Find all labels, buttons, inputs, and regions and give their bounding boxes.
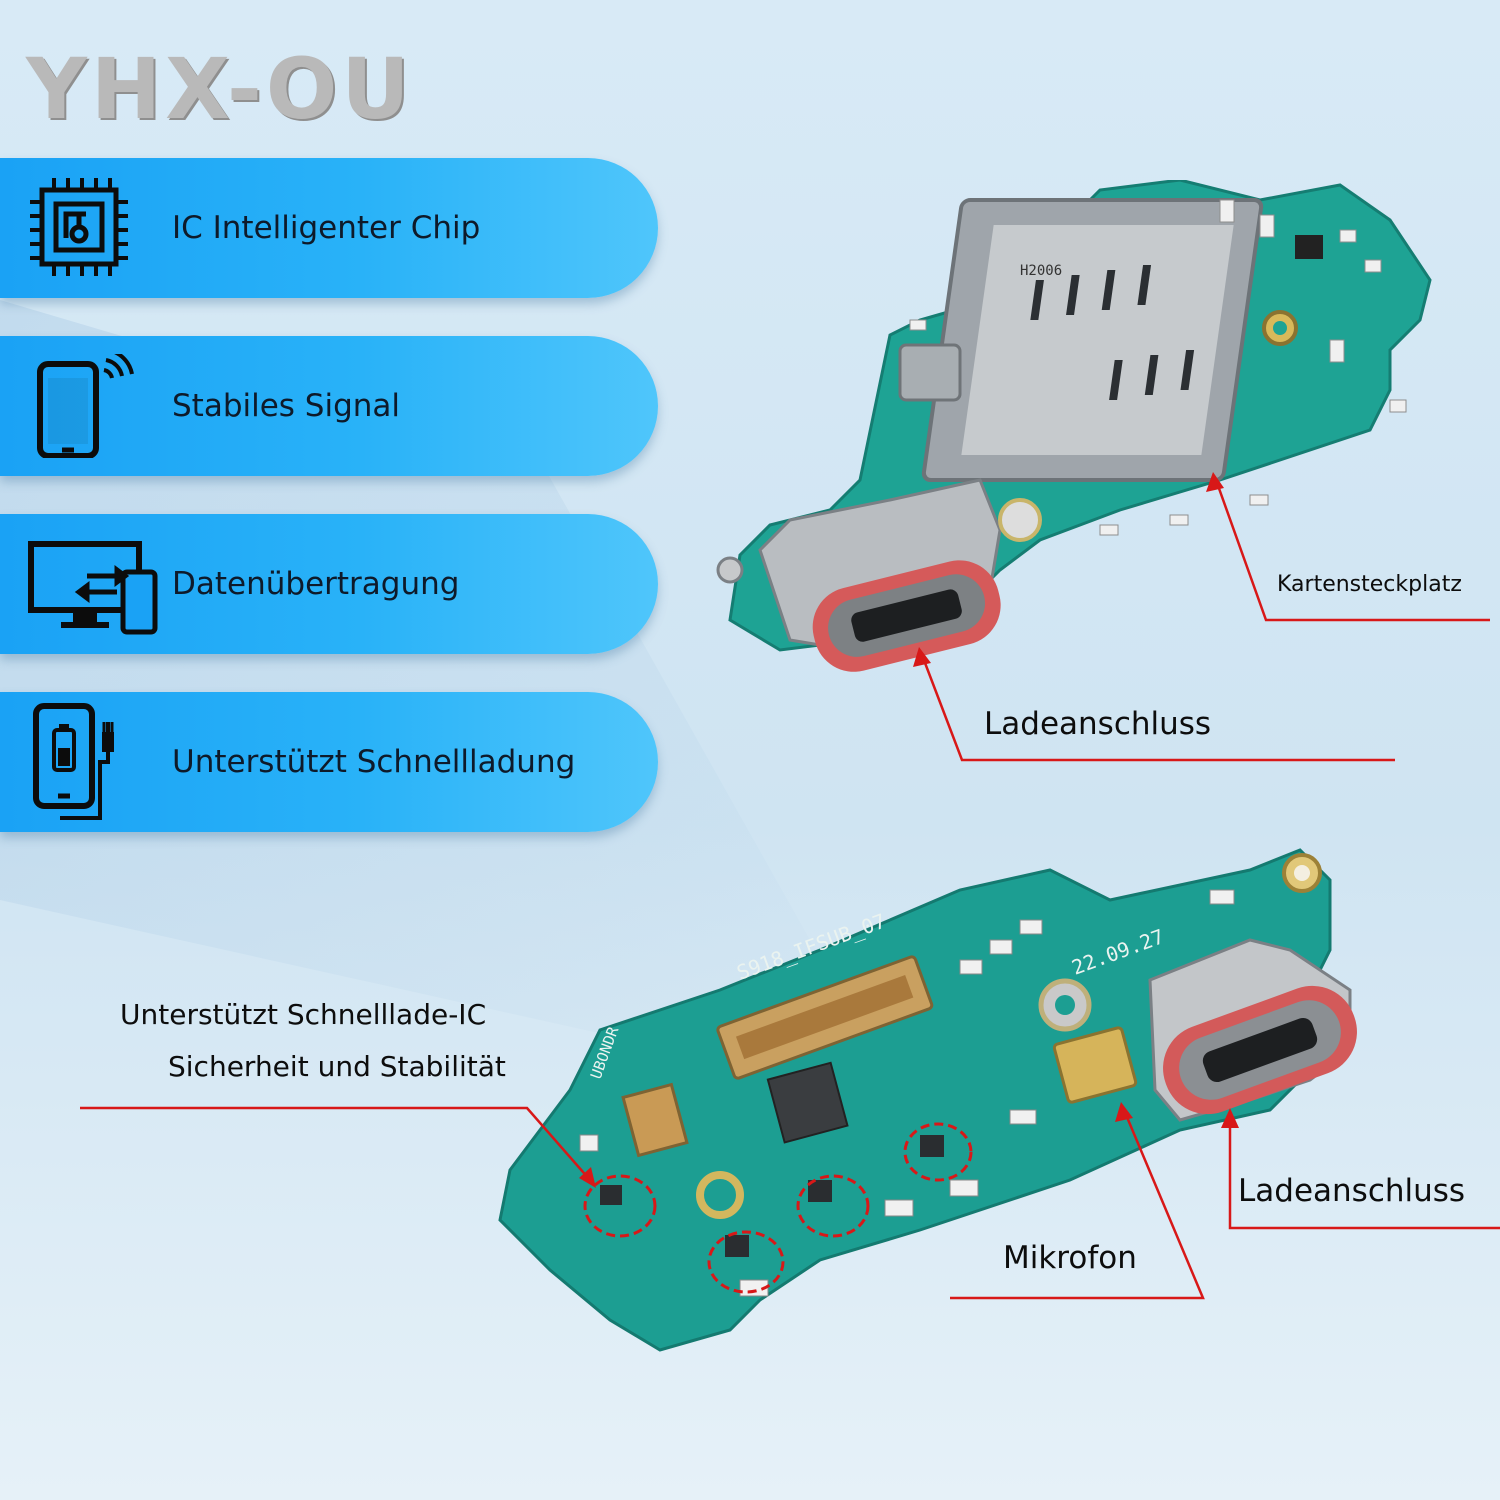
callout-card-slot: Kartensteckplatz	[1277, 572, 1462, 597]
pcb-board-bottom: S918_IFSUB_07 22.09.27 UBONDR	[498, 848, 1357, 1352]
microphone-module	[1052, 1026, 1138, 1104]
chip-icon	[30, 178, 128, 276]
sim-tray-marking: H2006	[1020, 263, 1062, 279]
callout-fast-charge-ic-line1: Unterstützt Schnelllade-IC	[120, 998, 487, 1031]
feature-label: Unterstützt Schnellladung	[172, 744, 576, 780]
callout-charging-port-bottom: Ladeanschluss	[1238, 1173, 1466, 1209]
feature-label: IC Intelligenter Chip	[172, 210, 481, 246]
data-transfer-icon	[28, 541, 158, 635]
main-ic	[766, 1061, 849, 1144]
feature-label: Datenübertragung	[172, 566, 460, 602]
brand-logo: YHX-OU	[26, 40, 414, 138]
pcb-board-top: H2006	[716, 180, 1432, 672]
feature-ic-chip: IC Intelligenter Chip	[0, 158, 658, 298]
gold-ring-pad	[998, 498, 1042, 542]
feature-label: Stabiles Signal	[172, 388, 401, 424]
feature-fast-charge: Unterstützt Schnellladung	[0, 692, 658, 832]
shield-can	[898, 343, 962, 402]
callout-microphone: Mikrofon	[1003, 1240, 1137, 1276]
gold-ring-pad	[696, 1171, 744, 1219]
fast-charge-icon	[33, 703, 114, 820]
feature-data-transfer: Datenübertragung	[0, 514, 658, 654]
feature-stable-signal: Stabiles Signal	[0, 336, 658, 476]
phone-signal-icon	[37, 354, 134, 458]
callout-fast-charge-ic-line2: Sicherheit und Stabilität	[168, 1050, 506, 1083]
callout-charging-port-top: Ladeanschluss	[984, 706, 1212, 742]
